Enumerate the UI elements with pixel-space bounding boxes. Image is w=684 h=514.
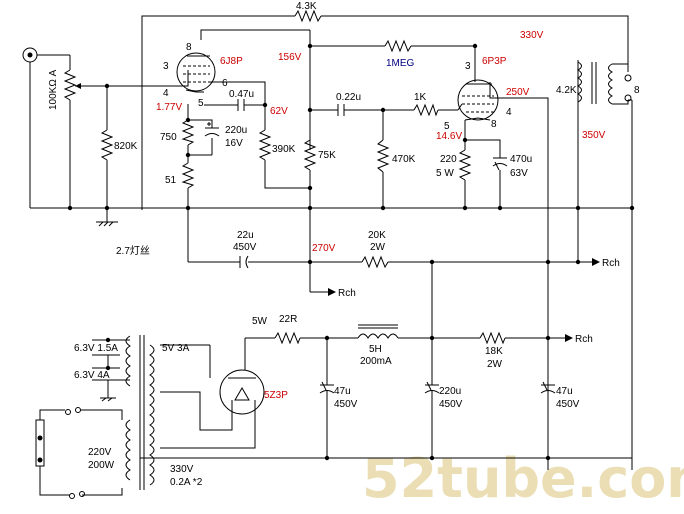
- label-t1-pin6: 6: [222, 78, 228, 89]
- label-c470u-v: 63V: [510, 168, 528, 179]
- label-r18k-w: 2W: [487, 359, 503, 370]
- label-r820k: 820K: [114, 141, 138, 152]
- label-r20k: 20K: [368, 230, 386, 241]
- label-c022: 0.22u: [336, 92, 361, 103]
- label-rch-2: Rch: [338, 288, 356, 299]
- label-t2-pin3: 3: [465, 61, 471, 72]
- resistor-75k: [303, 139, 317, 171]
- label-c47b-v: 450V: [556, 399, 580, 410]
- label-c22u: 22u: [237, 230, 254, 241]
- resistor-4k3: [294, 9, 322, 23]
- label-t1-pin4: 4: [163, 88, 169, 99]
- label-voltage-270: 270V: [312, 243, 336, 254]
- label-ot-8: 8: [634, 85, 640, 96]
- resistor-1k: [413, 103, 439, 117]
- label-r220: 220: [440, 154, 457, 165]
- label-hv-a: 0.2A *2: [170, 477, 203, 488]
- resistors: [63, 9, 506, 345]
- label-t1-pin3: 3: [163, 61, 169, 72]
- resistor-18k: [479, 331, 506, 345]
- label-heater-63b: 6.3V 4A: [74, 370, 110, 381]
- wiring: [29, 15, 633, 496]
- label-rectifier: 5Z3P: [264, 390, 288, 401]
- label-t1-pin5: 5: [198, 98, 204, 109]
- label-r-4k3: 4.3K: [296, 1, 317, 12]
- label-voltage-177: 1.77V: [156, 102, 182, 113]
- label-heater: 2.7灯丝: [116, 245, 150, 257]
- tube-6p3p: [457, 79, 499, 121]
- label-voltage-330: 330V: [520, 30, 544, 41]
- label-r20k-w: 2W: [370, 242, 386, 253]
- label-r18k: 18K: [485, 346, 503, 357]
- resistor-470k: [376, 139, 390, 173]
- label-r75k: 75K: [318, 150, 336, 161]
- junction-dots: [67, 43, 635, 461]
- label-r220-w: 5 W: [436, 168, 454, 179]
- label-voltage-62: 62V: [270, 106, 288, 117]
- label-c22u-v: 450V: [233, 242, 257, 253]
- resistor-390k: [258, 129, 272, 161]
- label-r750: 750: [160, 132, 177, 143]
- label-heater-63a: 6.3V 1.5A: [74, 343, 118, 354]
- label-r-1meg: 1MEG: [386, 58, 415, 69]
- label-c470u: 470u: [510, 154, 532, 165]
- resistor-51: [181, 162, 195, 189]
- choke-5h: [357, 324, 399, 339]
- label-5w: 5W: [252, 316, 268, 327]
- label-t2-pin4: 4: [506, 107, 512, 118]
- label-mains: 220V: [88, 447, 112, 458]
- rch-arrows: [328, 258, 600, 342]
- label-c220u-v: 16V: [225, 138, 243, 149]
- labels: 4.3K 330V 8 3 4 6 5 6J8P 156V 1MEG 3 6P3…: [48, 1, 640, 488]
- label-c47a-v: 450V: [334, 399, 358, 410]
- tube-6j8p: [176, 52, 216, 93]
- output-transformer: [576, 61, 632, 110]
- resistor-220: [458, 149, 472, 181]
- resistor-20k: [361, 255, 389, 269]
- label-tube1: 6J8P: [220, 56, 243, 67]
- label-voltage-350: 350V: [582, 130, 606, 141]
- label-r390k: 390K: [272, 144, 296, 155]
- label-ot-4k2: 4.2K: [556, 85, 577, 96]
- label-tube2: 6P3P: [482, 56, 507, 67]
- label-c220b: 220u: [439, 386, 461, 397]
- volume-pot: [63, 69, 77, 101]
- label-choke-200ma: 200mA: [360, 356, 392, 367]
- label-c220b-v: 450V: [439, 399, 463, 410]
- label-c47a: 47u: [334, 386, 351, 397]
- label-rch-1: Rch: [602, 258, 620, 269]
- label-rch-3: Rch: [575, 334, 593, 345]
- label-voltage-250: 250V: [506, 87, 530, 98]
- label-r1k: 1K: [414, 92, 427, 103]
- label-c47b: 47u: [556, 386, 573, 397]
- label-c220u: 220u: [225, 125, 247, 136]
- label-volume: 100KΩ A: [48, 69, 59, 110]
- input-jack: [22, 47, 70, 63]
- label-t2-pin5: 5: [444, 121, 450, 132]
- resistor-1meg: [384, 39, 412, 53]
- label-voltage-146: 14.6V: [436, 131, 462, 142]
- label-mains-w: 200W: [88, 460, 115, 471]
- label-5v3a: 5V 3A: [162, 343, 190, 354]
- resistor-22r: [274, 331, 301, 345]
- label-r51: 51: [165, 175, 177, 186]
- label-choke-5h: 5H: [369, 344, 382, 355]
- label-c047: 0.47u: [229, 89, 254, 100]
- tube-5z3p: [219, 369, 265, 415]
- label-r470k: 470K: [392, 154, 416, 165]
- watermark: 52tube.com: [362, 447, 684, 510]
- resistor-750: [181, 119, 195, 146]
- label-t1-pin8: 8: [186, 42, 192, 53]
- label-hv: 330V: [170, 464, 194, 475]
- resistor-820k: [100, 129, 114, 161]
- label-t2-pin8: 8: [491, 119, 497, 130]
- label-r22r: 22R: [279, 314, 297, 325]
- power-transformer: [35, 335, 155, 499]
- label-voltage-156: 156V: [278, 52, 302, 63]
- capacitors: [204, 99, 556, 398]
